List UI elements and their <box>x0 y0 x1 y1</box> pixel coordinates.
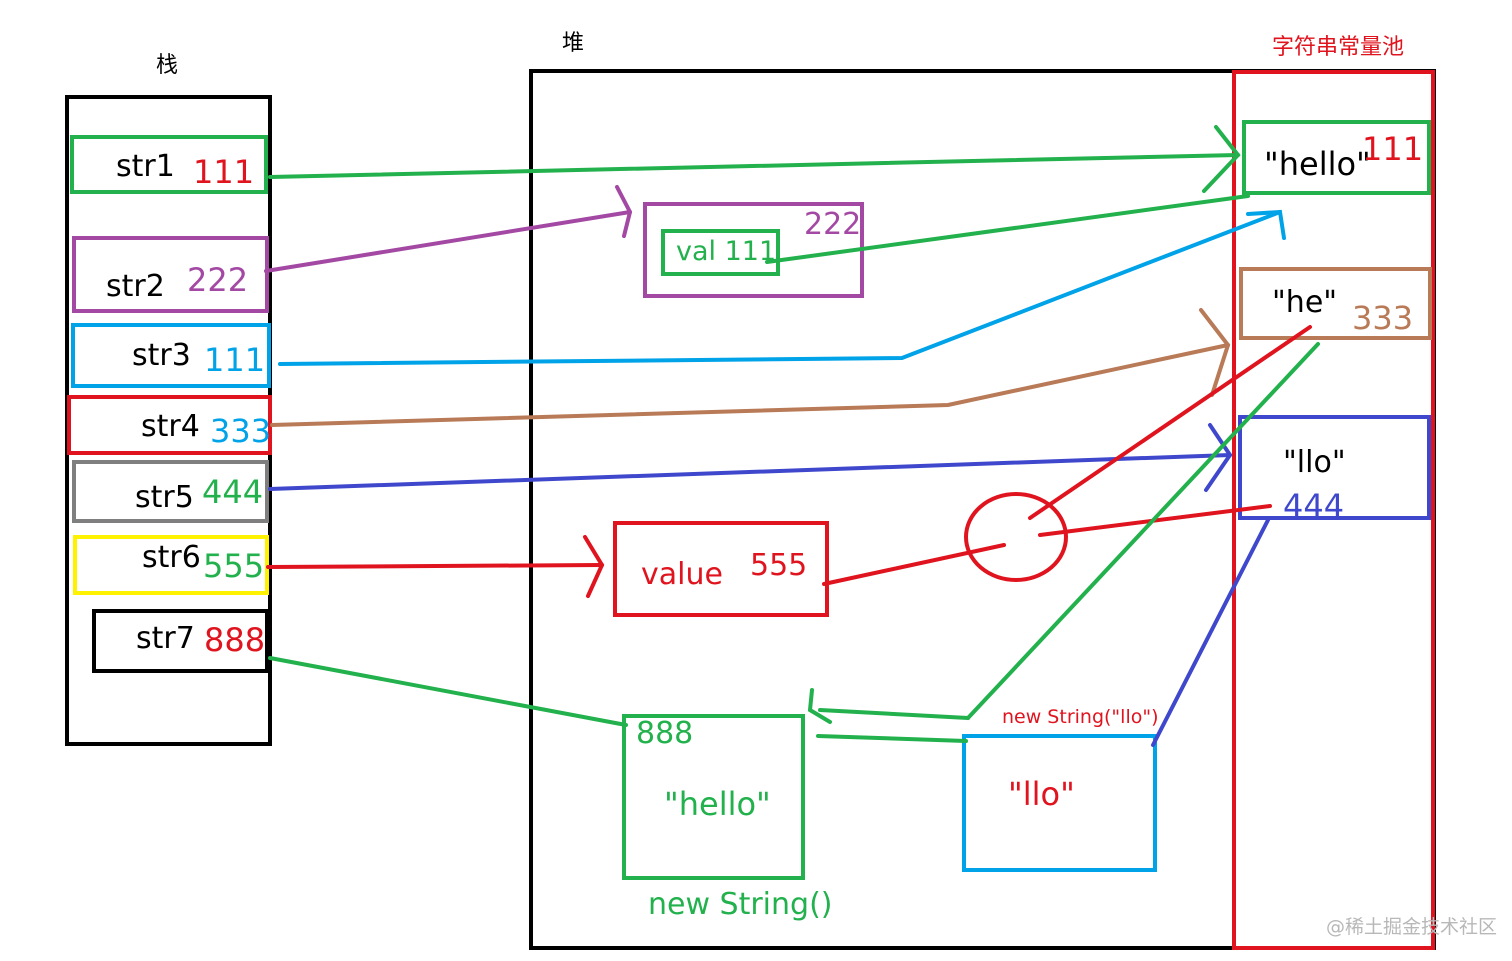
pool-entry-llo: "llo" 444 <box>1238 415 1431 525</box>
var-name: str4 <box>141 409 200 444</box>
arrow-str7-to-obj888 <box>268 656 628 727</box>
arrow-str1-to-hello <box>268 125 1241 193</box>
arrow-str4-to-he <box>270 308 1231 427</box>
watermark: @稀土掘金技术社区 <box>1326 916 1497 938</box>
pool-address: 333 <box>1352 299 1413 337</box>
pool-address: 444 <box>1283 487 1344 525</box>
var-name: str2 <box>106 269 165 304</box>
arrow-str3-to-hello <box>278 209 1286 366</box>
var-value: 888 <box>204 621 265 659</box>
pool-text: "hello" <box>1264 145 1371 183</box>
pool-text: "he" <box>1272 285 1337 320</box>
heap-object-222: 222 val 111 <box>643 202 864 298</box>
var-value: 333 <box>210 412 271 450</box>
var-name: str5 <box>135 480 194 515</box>
object-content: "llo" <box>1008 775 1075 813</box>
pool-title: 字符串常量池 <box>1272 35 1404 60</box>
var-value: 111 <box>193 153 254 191</box>
link-llo-to-obj888 <box>807 342 1320 743</box>
object-field: value <box>641 557 723 592</box>
pool-entry-hello: "hello" 111 <box>1242 120 1431 195</box>
object-caption: new String("llo") <box>1002 706 1159 728</box>
heap-object-888: 888 "hello" new String() <box>622 714 832 922</box>
var-value: 444 <box>202 473 263 511</box>
pool-text: "llo" <box>1283 445 1346 480</box>
object-address: 888 <box>636 716 693 751</box>
arrow-str2-to-obj222 <box>264 185 633 273</box>
heap-title: 堆 <box>562 31 584 56</box>
var-name: str6 <box>142 540 201 575</box>
stack-var-str1: str1 111 <box>70 135 268 194</box>
var-name: str3 <box>132 338 191 373</box>
var-name: str7 <box>136 621 195 656</box>
stack-var-str4: str4 333 <box>67 395 272 455</box>
arrow-val-to-hello <box>765 194 1250 264</box>
var-value: 222 <box>187 261 248 299</box>
stack-var-str5: str5 444 <box>72 460 269 523</box>
link-llo-object-to-pool <box>1151 518 1270 747</box>
object-address: 555 <box>750 548 807 583</box>
object-address: 222 <box>804 207 861 242</box>
link-obj555-to-pool <box>822 325 1312 586</box>
stack-title: 栈 <box>156 53 178 78</box>
var-value: 111 <box>204 341 265 379</box>
object-caption: new String() <box>648 887 832 922</box>
stack-var-str6: str6 555 <box>73 535 269 595</box>
arrow-str6-to-obj555 <box>266 535 605 598</box>
heap-object-llo: "llo" new String("llo") <box>962 706 1159 872</box>
pool-address: 111 <box>1362 130 1423 168</box>
stack-var-str2: str2 222 <box>72 236 269 313</box>
stack-var-str7: str7 888 <box>92 609 269 673</box>
object-field: val 111 <box>676 236 776 267</box>
object-content: "hello" <box>664 785 771 823</box>
var-name: str1 <box>116 149 175 184</box>
pool-entry-he: "he" 333 <box>1239 267 1432 340</box>
arrow-str5-to-llo <box>268 423 1233 492</box>
stack-var-str3: str3 111 <box>71 323 271 388</box>
var-value: 555 <box>203 547 264 585</box>
heap-object-555: value 555 <box>613 521 829 617</box>
